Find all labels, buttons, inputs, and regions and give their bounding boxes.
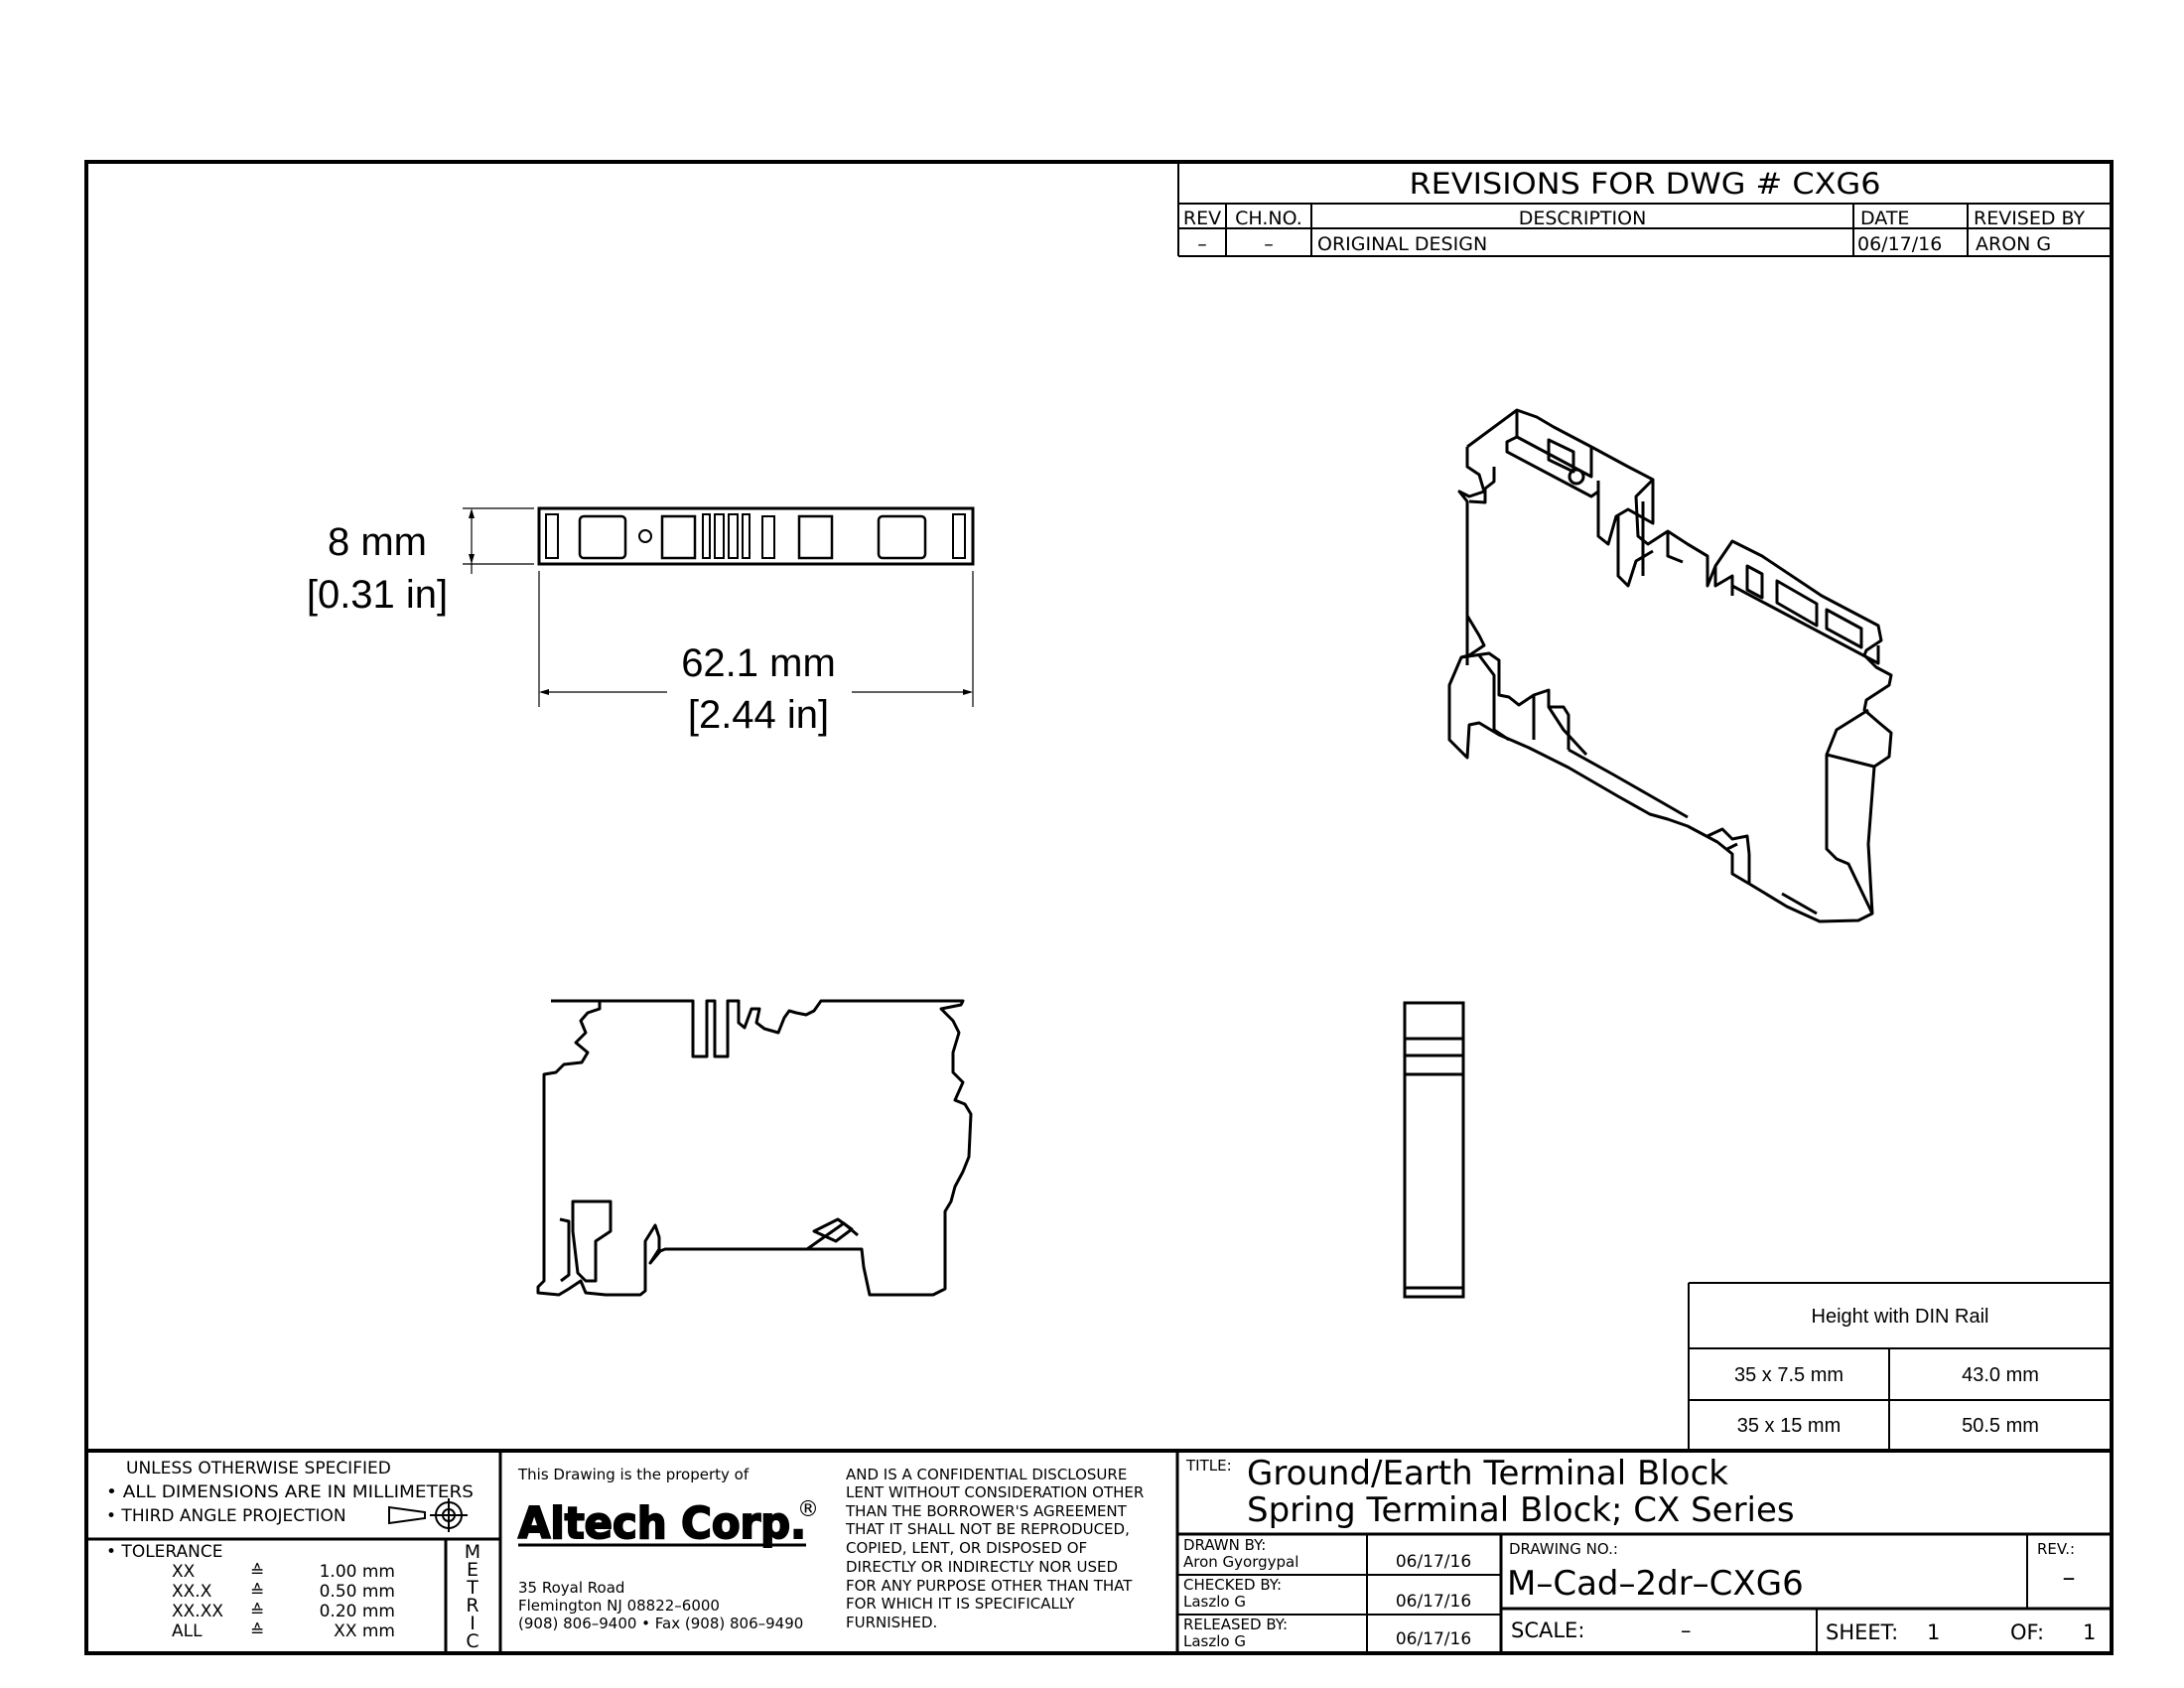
isometric-view	[1447, 408, 1893, 923]
specs-projection-line: • THIRD ANGLE PROJECTION	[106, 1506, 346, 1526]
ch-no-header: CH.NO.	[1235, 208, 1302, 229]
revision-row-revised-by: ARON G	[1976, 233, 2051, 255]
company-phone: (908) 806–9400 • Fax (908) 806–9490	[518, 1615, 803, 1632]
tolerance-format-3: XX.XX	[172, 1602, 223, 1621]
tolerance-format-2: XX.X	[172, 1582, 212, 1602]
revision-row-date: 06/17/16	[1857, 233, 1942, 255]
checked-by-label: CHECKED BY:	[1183, 1576, 1282, 1594]
title-block: TITLE: Ground/Earth Terminal Block Sprin…	[1183, 1454, 2096, 1650]
tolerance-value-2: 0.50 mm	[320, 1582, 395, 1602]
side-view	[1403, 1001, 1465, 1299]
disclosure-line: LENT WITHOUT CONSIDERATION OTHER	[846, 1483, 1144, 1501]
of-value: 1	[2083, 1620, 2096, 1644]
din-rail-row-1-height: 43.0 mm	[1962, 1364, 2039, 1386]
third-angle-projection-icon	[388, 1498, 468, 1532]
metric-letter-c: C	[466, 1630, 478, 1652]
description-header: DESCRIPTION	[1519, 208, 1647, 229]
revision-row-description: ORIGINAL DESIGN	[1317, 233, 1487, 255]
drawing-no: M–Cad–2dr–CXG6	[1507, 1564, 1804, 1604]
height-dimension-in: [0.31 in]	[307, 573, 448, 617]
metric-letter-m: M	[465, 1541, 480, 1563]
revised-by-header: REVISED BY	[1974, 208, 2086, 229]
disclosure-line: FOR ANY PURPOSE OTHER THAN THAT	[846, 1577, 1133, 1595]
din-rail-header: Height with DIN Rail	[1812, 1306, 1989, 1328]
rev-label: REV.:	[2037, 1540, 2075, 1558]
length-dimension: 62.1 mm [2.44 in]	[538, 571, 974, 737]
checked-date: 06/17/16	[1396, 1592, 1471, 1612]
released-by-name: Laszlo G	[1183, 1632, 1246, 1650]
revisions-table: REVISIONS FOR DWG # CXG6 REV CH.NO. DESC…	[1177, 162, 2112, 257]
company-address-line2: Flemington NJ 08822–6000	[518, 1597, 720, 1615]
disclosure-line: FOR WHICH IT IS SPECIFICALLY	[846, 1595, 1075, 1613]
metric-letter-i: I	[470, 1613, 476, 1634]
disclosure-line: FURNISHED.	[846, 1614, 937, 1631]
scale-value: –	[1681, 1618, 1692, 1642]
length-dimension-in: [2.44 in]	[688, 693, 829, 737]
metric-letter-t: T	[466, 1577, 478, 1599]
drawing-border	[84, 160, 2114, 1655]
disclosure-line: DIRECTLY OR INDIRECTLY NOR USED	[846, 1558, 1118, 1576]
tolerance-symbol-1: ≙	[250, 1562, 264, 1582]
drawing-no-label: DRAWING NO.:	[1509, 1540, 1618, 1558]
drawn-by-name: Aron Gyorgypal	[1183, 1553, 1298, 1571]
checked-by-name: Laszlo G	[1183, 1593, 1246, 1611]
title-line-2: Spring Terminal Block; CX Series	[1247, 1490, 1795, 1530]
title-label: TITLE:	[1185, 1457, 1232, 1475]
din-rail-table: Height with DIN Rail 35 x 7.5 mm 43.0 mm…	[1688, 1282, 2112, 1451]
drawn-by-label: DRAWN BY:	[1183, 1536, 1266, 1554]
company-logo-registered: ®	[797, 1497, 819, 1522]
specs-dimensions-line: • ALL DIMENSIONS ARE IN MILLIMETERS	[106, 1482, 474, 1502]
revisions-title: REVISIONS FOR DWG # CXG6	[1410, 167, 1881, 201]
rev-header: REV	[1183, 208, 1221, 229]
tolerance-symbol-2: ≙	[250, 1582, 264, 1602]
metric-letter-e: E	[467, 1559, 478, 1581]
revision-row-rev: –	[1197, 233, 1207, 255]
din-rail-row-2-height: 50.5 mm	[1962, 1415, 2039, 1437]
tolerance-symbol-3: ≙	[250, 1602, 264, 1621]
company-logo: Altech Corp.	[518, 1498, 806, 1549]
front-view	[536, 999, 973, 1297]
tolerance-value-4: XX mm	[334, 1621, 395, 1641]
scale-label: SCALE:	[1511, 1618, 1584, 1642]
height-dimension: 8 mm [0.31 in]	[307, 507, 534, 617]
drawn-date: 06/17/16	[1396, 1552, 1471, 1572]
tolerance-format-1: XX	[172, 1562, 196, 1582]
disclosure-line: AND IS A CONFIDENTIAL DISCLOSURE	[846, 1466, 1127, 1483]
length-dimension-mm: 62.1 mm	[681, 641, 836, 685]
specs-block: UNLESS OTHERWISE SPECIFIED • ALL DIMENSI…	[106, 1459, 480, 1652]
metric-letter-r: R	[466, 1595, 478, 1617]
sheet-label: SHEET:	[1826, 1620, 1898, 1644]
disclosure-line: COPIED, LENT, OR DISPOSED OF	[846, 1539, 1087, 1557]
tolerance-format-4: ALL	[172, 1621, 203, 1641]
released-by-label: RELEASED BY:	[1183, 1616, 1288, 1633]
company-block: This Drawing is the property of Altech C…	[517, 1466, 1144, 1632]
of-label: OF:	[2010, 1620, 2044, 1644]
tolerance-value-3: 0.20 mm	[320, 1602, 395, 1621]
rev-value: –	[2063, 1563, 2076, 1593]
din-rail-row-1-rail: 35 x 7.5 mm	[1734, 1364, 1843, 1386]
property-text: This Drawing is the property of	[517, 1466, 750, 1483]
company-address-line1: 35 Royal Road	[518, 1579, 624, 1597]
tolerance-symbol-4: ≙	[250, 1621, 264, 1641]
specs-heading: UNLESS OTHERWISE SPECIFIED	[126, 1459, 391, 1478]
tolerance-label: • TOLERANCE	[106, 1542, 223, 1562]
title-line-1: Ground/Earth Terminal Block	[1247, 1454, 1728, 1493]
top-view	[537, 506, 975, 566]
revision-row-ch-no: –	[1264, 233, 1274, 255]
tolerance-value-1: 1.00 mm	[320, 1562, 395, 1582]
din-rail-row-2-rail: 35 x 15 mm	[1737, 1415, 1841, 1437]
released-date: 06/17/16	[1396, 1629, 1471, 1649]
height-dimension-mm: 8 mm	[328, 520, 427, 564]
sheet-value: 1	[1927, 1620, 1940, 1644]
date-header: DATE	[1860, 208, 1909, 229]
title-block-frame	[86, 1449, 2112, 1653]
disclosure-line: THAT IT SHALL NOT BE REPRODUCED,	[845, 1520, 1130, 1538]
disclosure-line: THAN THE BORROWER'S AGREEMENT	[845, 1502, 1128, 1520]
